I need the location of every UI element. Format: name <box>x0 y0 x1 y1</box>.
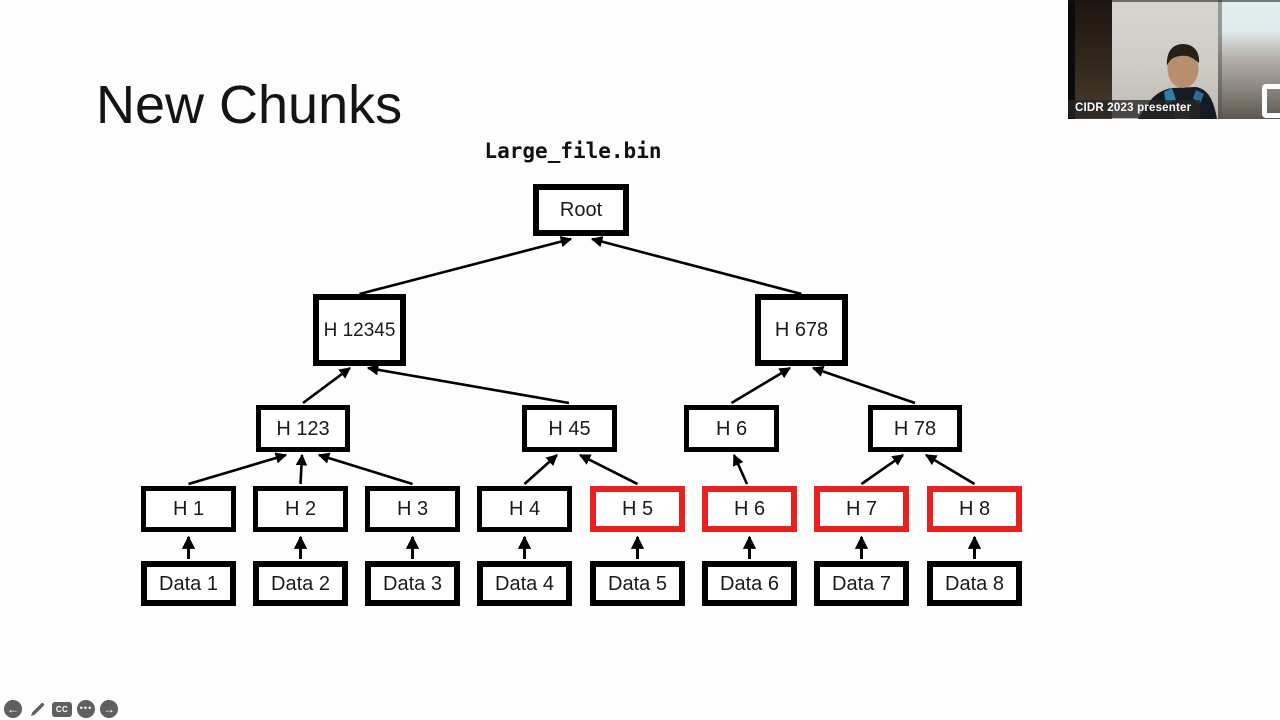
tree-node-data7: Data 7 <box>814 561 909 606</box>
draw-button[interactable] <box>27 699 47 719</box>
arrow-right-icon: → <box>103 702 115 716</box>
tree-node-h123: H 123 <box>256 405 350 452</box>
slide-title: New Chunks <box>96 75 403 135</box>
tree-node-h6-highlighted: H 6 <box>702 486 797 532</box>
tree-node-h5-highlighted: H 5 <box>590 486 685 532</box>
webcam-bg-dark-column <box>1075 0 1112 119</box>
tree-node-h2: H 2 <box>253 486 348 532</box>
webcam-bg-pillar-edge <box>1218 0 1222 119</box>
next-slide-button[interactable]: → <box>100 700 118 718</box>
tree-node-data1: Data 1 <box>141 561 236 606</box>
webcam-video: CIDR 2023 presenter <box>1068 0 1280 119</box>
tree-node-h8-highlighted: H 8 <box>927 486 1022 532</box>
tree-node-data8: Data 8 <box>927 561 1022 606</box>
tree-node-h6-mid: H 6 <box>684 405 779 452</box>
player-controls: ← CC ••• → <box>4 699 118 719</box>
webcam-top-shadow <box>1068 0 1280 2</box>
tree-node-data6: Data 6 <box>702 561 797 606</box>
projection-screen-corner <box>1262 84 1280 118</box>
file-name-label: Large_file.bin <box>484 139 662 163</box>
tree-node-root: Root <box>533 184 629 236</box>
webcam-caption: CIDR 2023 presenter <box>1068 100 1201 118</box>
tree-node-h7-highlighted: H 7 <box>814 486 909 532</box>
cc-icon: CC <box>55 704 69 714</box>
tree-node-h4: H 4 <box>477 486 572 532</box>
tree-node-data3: Data 3 <box>365 561 460 606</box>
tree-node-data2: Data 2 <box>253 561 348 606</box>
captions-button[interactable]: CC <box>52 701 72 717</box>
webcam-bg-left-strip <box>1068 0 1075 119</box>
tree-node-h678: H 678 <box>755 294 848 366</box>
tree-node-h12345: H 12345 <box>313 294 406 366</box>
arrow-left-icon: ← <box>7 702 19 716</box>
pencil-icon <box>30 702 44 716</box>
tree-node-h78: H 78 <box>868 405 962 452</box>
tree-node-h45: H 45 <box>522 405 617 452</box>
ellipsis-icon: ••• <box>79 703 93 713</box>
prev-slide-button[interactable]: ← <box>4 700 22 718</box>
more-button[interactable]: ••• <box>77 700 95 718</box>
tree-node-data5: Data 5 <box>590 561 685 606</box>
webcam-bg-right-wall <box>1218 0 1280 119</box>
tree-node-h3: H 3 <box>365 486 460 532</box>
tree-node-h1: H 1 <box>141 486 236 532</box>
tree-node-data4: Data 4 <box>477 561 572 606</box>
